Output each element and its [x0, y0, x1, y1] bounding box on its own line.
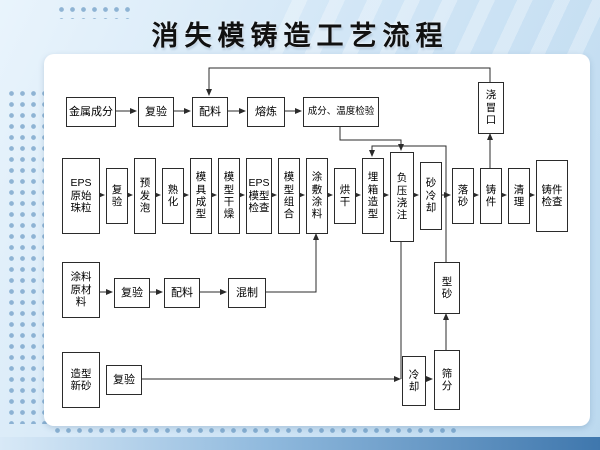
box-coating-raw: 涂料 原材 料: [62, 262, 100, 318]
box-eps-beads: EPS 原始 珠粒: [62, 158, 100, 234]
box-comp-temp-check: 成分、温度检验: [303, 97, 379, 127]
background-streaks: [270, 0, 600, 64]
box-sieving: 筛 分: [434, 350, 460, 410]
box-model-recheck: 复 验: [106, 168, 128, 224]
box-gating-riser: 浇 冒 口: [478, 82, 504, 134]
box-molding-sand: 型 砂: [434, 262, 460, 314]
box-casting: 铸 件: [480, 168, 502, 224]
dot-pattern-top-left: [56, 4, 134, 19]
box-metal-batching: 配料: [192, 97, 228, 127]
box-cleaning: 清 理: [508, 168, 530, 224]
box-new-sand: 造型 新砂: [62, 352, 100, 408]
box-curing: 熟 化: [162, 168, 184, 224]
box-coating-recheck: 复验: [114, 278, 150, 308]
box-pattern-drying: 模 型 干 燥: [218, 158, 240, 234]
box-coating-apply: 涂 敷 涂 料: [306, 158, 328, 234]
box-sand-recheck: 复验: [106, 365, 142, 395]
box-sand-cooling: 砂 冷 却: [420, 162, 442, 230]
dot-pattern-left: [6, 88, 50, 424]
box-mold-forming: 模 具 成 型: [190, 158, 212, 234]
box-pattern-assembly: 模 型 组 合: [278, 158, 300, 234]
slide-title: 消失模铸造工艺流程: [151, 21, 449, 51]
bottom-gradient-bar: [0, 437, 600, 450]
box-eps-pattern-check: EPS 模型 检查: [246, 158, 272, 234]
box-vacuum-pouring: 负 压 浇 注: [390, 152, 414, 242]
box-flask-molding: 埋 箱 造 型: [362, 158, 384, 234]
box-melting: 熔炼: [247, 97, 285, 127]
box-casting-inspection: 铸件 检查: [536, 160, 568, 232]
box-mixing: 混制: [228, 278, 266, 308]
box-shakeout: 落 砂: [452, 168, 474, 224]
box-drying: 烘 干: [334, 168, 356, 224]
box-pre-foaming: 预 发 泡: [134, 158, 156, 234]
box-metal-composition: 金属成分: [66, 97, 116, 127]
box-metal-recheck: 复验: [138, 97, 174, 127]
box-coating-batching: 配料: [164, 278, 200, 308]
box-cooling: 冷 却: [402, 356, 426, 406]
